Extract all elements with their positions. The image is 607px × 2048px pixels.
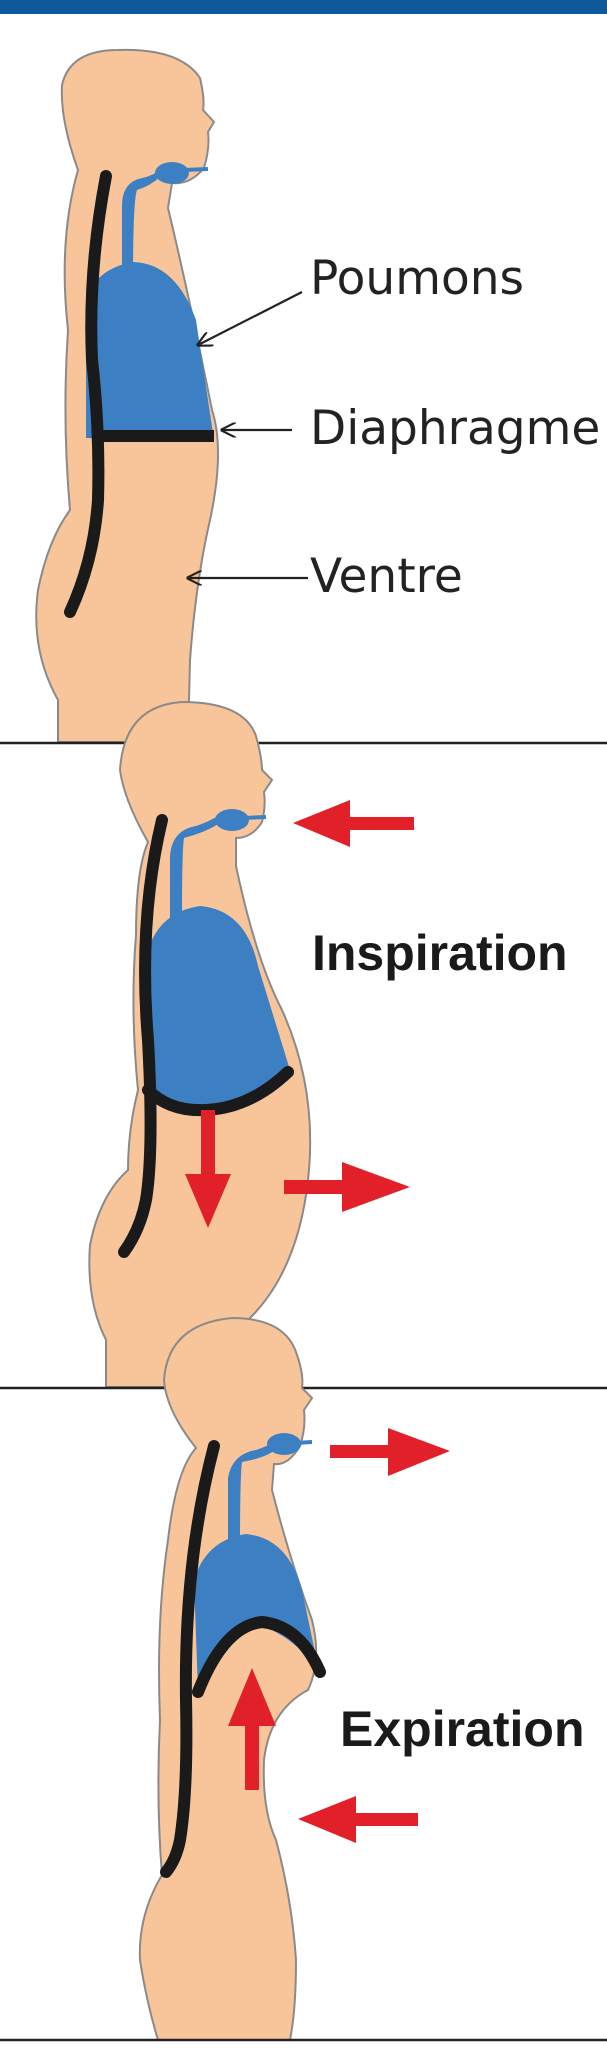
pointer-lungs <box>198 291 303 345</box>
phase-title-inspiration: Inspiration <box>312 925 568 981</box>
lungs <box>194 1534 320 1692</box>
panel-expiration: Expiration <box>0 1316 607 2042</box>
mouth-cavity <box>215 809 249 831</box>
inhale-arrow <box>293 800 414 847</box>
nose-tube <box>295 1440 313 1445</box>
phase-title-expiration: Expiration <box>340 1701 584 1757</box>
belly-out-arrow <box>284 1162 410 1212</box>
exhale-arrow <box>330 1428 450 1476</box>
diaphragm <box>142 1066 294 1117</box>
belly-in-arrow <box>298 1796 418 1843</box>
lungs <box>86 262 214 440</box>
panel-inspiration: Inspiration <box>0 700 607 1390</box>
panel-anatomy: Poumons Diaphragme Ventre <box>0 48 607 745</box>
windpipe <box>170 816 218 918</box>
diaphragm-up-arrow <box>228 1668 276 1790</box>
label-lungs: Poumons <box>310 251 524 306</box>
mouth-cavity <box>267 1433 301 1455</box>
lungs <box>148 906 290 1106</box>
spine <box>64 170 112 618</box>
diaphragm <box>192 1615 326 1698</box>
nose-tube <box>243 815 267 820</box>
header-bar <box>0 0 607 14</box>
mouth-cavity <box>155 162 189 184</box>
nose-tube <box>183 167 209 172</box>
label-diaphragm: Diaphragme <box>310 401 600 456</box>
windpipe <box>122 170 160 282</box>
body-silhouette <box>138 1316 318 2041</box>
spine <box>160 1440 220 1878</box>
label-belly: Ventre <box>310 549 463 604</box>
diaphragm-down-arrow <box>185 1110 231 1228</box>
windpipe <box>228 1440 278 1548</box>
